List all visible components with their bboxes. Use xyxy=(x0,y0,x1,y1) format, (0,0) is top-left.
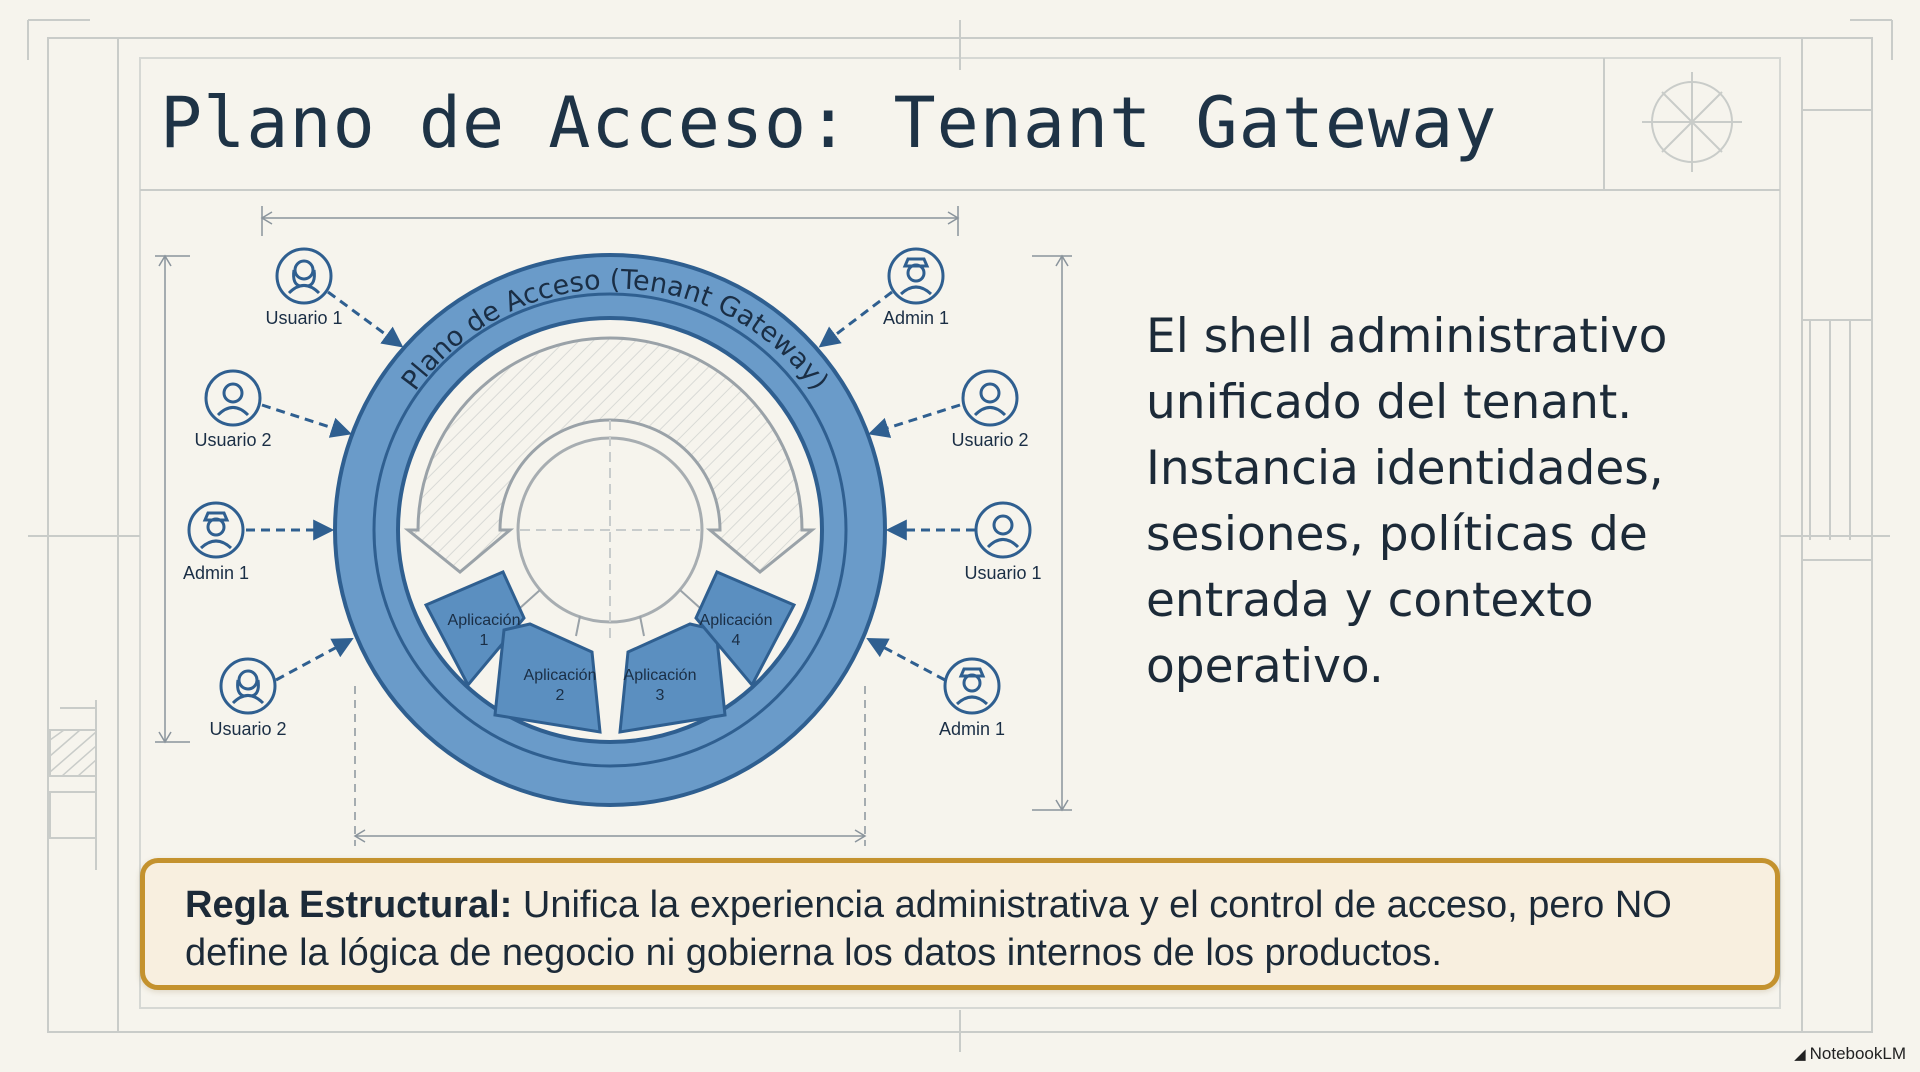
actor-label: Usuario 2 xyxy=(951,430,1028,450)
actor-label: Admin 1 xyxy=(939,719,1005,739)
rule-line-2: define la lógica de negocio ni gobierna … xyxy=(185,932,1442,974)
brand-watermark: ◢NotebookLM xyxy=(1794,1044,1906,1064)
description-line: El shell administrativo xyxy=(1146,309,1668,364)
app-segment-2 xyxy=(493,622,602,734)
actor-label: Usuario 1 xyxy=(964,563,1041,583)
app-label-4: Aplicación xyxy=(700,612,773,629)
user-icon xyxy=(204,369,262,427)
structural-rule-text: Regla Estructural: Unifica la experienci… xyxy=(185,881,1765,977)
description: El shell administrativo unificado del te… xyxy=(1146,304,1766,700)
actor-arrows xyxy=(246,290,975,682)
app-segment-4 xyxy=(694,570,797,688)
user-icon xyxy=(961,369,1019,427)
app-label-3: Aplicación xyxy=(624,667,697,684)
app-label-1: Aplicación xyxy=(448,612,521,629)
application-segments xyxy=(423,570,797,734)
app-number-2: 2 xyxy=(556,687,565,704)
app-number-1: 1 xyxy=(480,632,489,649)
compass-icon xyxy=(1642,72,1742,172)
dimension-lines xyxy=(155,206,1072,846)
actor-label: Usuario 1 xyxy=(265,308,342,328)
rule-label: Regla Estructural: xyxy=(185,884,513,926)
brand-name: NotebookLM xyxy=(1809,1044,1906,1063)
user-female-icon xyxy=(219,657,277,715)
description-line: operativo. xyxy=(1146,639,1384,694)
description-line: unificado del tenant. xyxy=(1146,375,1633,430)
user-female-icon xyxy=(275,247,333,305)
app-number-3: 3 xyxy=(656,687,665,704)
admin-icon xyxy=(943,657,1001,715)
page-title: Plano de Acceso: Tenant Gateway xyxy=(160,82,1498,164)
admin-icon xyxy=(187,501,245,559)
notebooklm-logo-icon: ◢ xyxy=(1794,1046,1806,1063)
admin-icon xyxy=(887,247,945,305)
app-label-2: Aplicación xyxy=(524,667,597,684)
actor-label: Admin 1 xyxy=(183,563,249,583)
app-segment-1 xyxy=(423,570,526,688)
app-number-4: 4 xyxy=(732,632,741,649)
actor-label: Usuario 2 xyxy=(194,430,271,450)
description-line: sesiones, políticas de xyxy=(1146,507,1648,562)
structural-rule-callout: Regla Estructural: Unifica la experienci… xyxy=(140,858,1780,990)
inner-flow-arc xyxy=(403,336,817,640)
description-line: entrada y contexto xyxy=(1146,573,1594,628)
app-segment-3 xyxy=(618,622,727,734)
description-line: Instancia identidades, xyxy=(1146,441,1664,496)
rule-line-1: Unifica la experiencia administrativa y … xyxy=(512,884,1672,926)
user-icon xyxy=(974,501,1032,559)
actor-label: Admin 1 xyxy=(883,308,949,328)
actor-label: Usuario 2 xyxy=(209,719,286,739)
